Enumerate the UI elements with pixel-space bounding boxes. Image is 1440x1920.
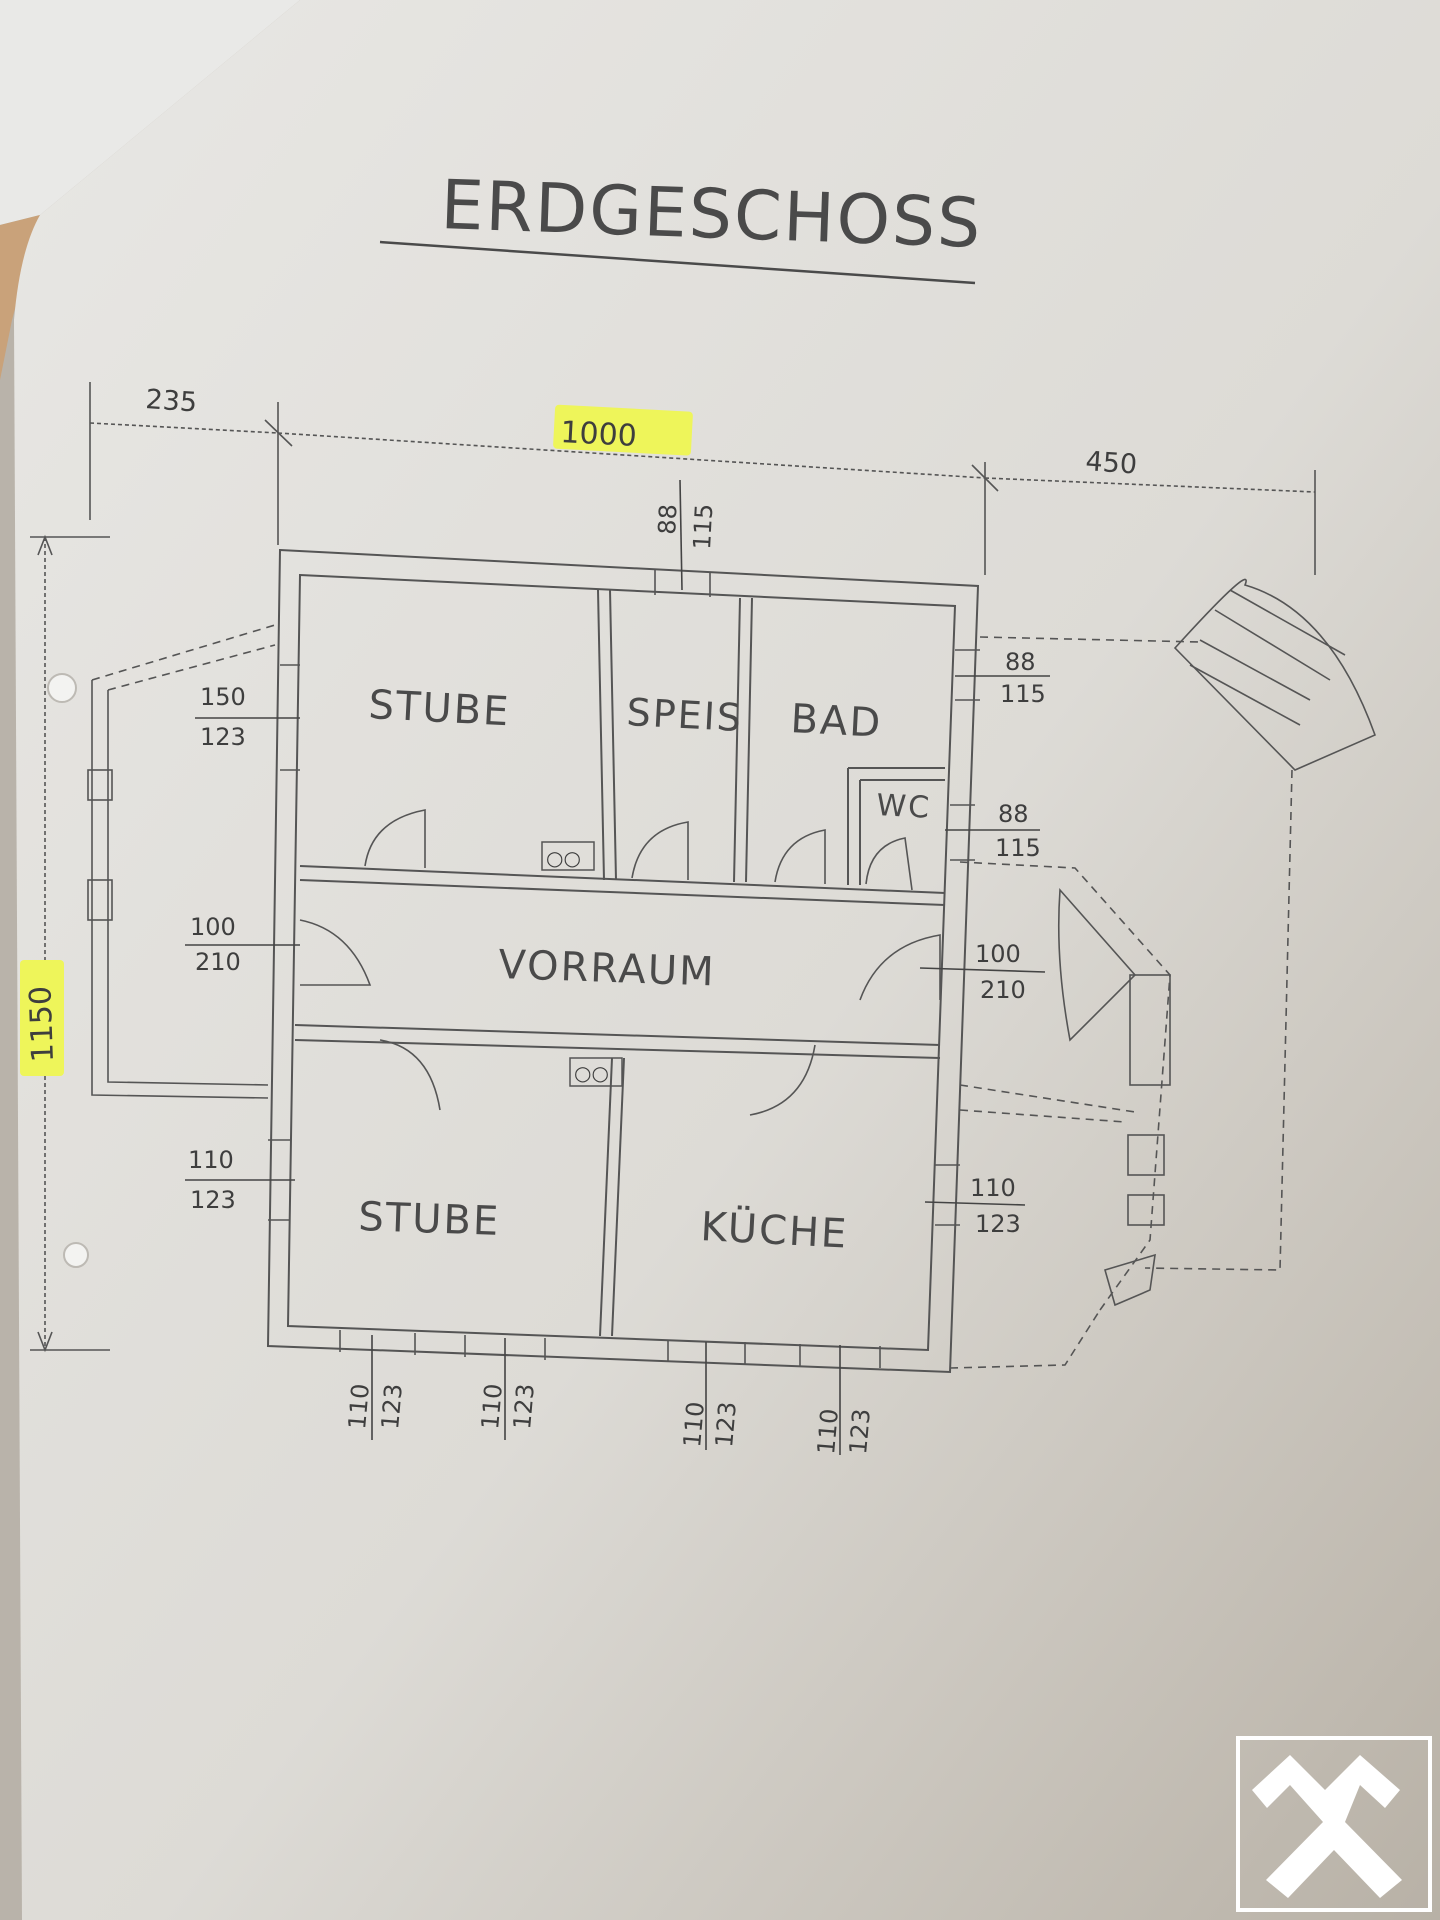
right-bad-num: 88: [1005, 648, 1036, 676]
left-door-num: 100: [190, 913, 236, 941]
height-highlight: [20, 960, 64, 1076]
left-stube2-num: 110: [188, 1146, 234, 1174]
left-veranda: [87, 624, 276, 1099]
bottom-2-num: 110: [476, 1382, 508, 1430]
room-kueche: KÜCHE: [699, 1202, 849, 1258]
left-door-den: 210: [195, 948, 241, 976]
top-dimension-lines: [89, 382, 1316, 575]
right-wc-den: 115: [995, 834, 1041, 862]
room-stube-bottom: STUBE: [358, 1194, 501, 1245]
under-sheet: [0, 0, 300, 225]
bottom-3-num: 110: [678, 1400, 710, 1448]
bottom-4-num: 110: [812, 1407, 844, 1455]
bank-logo-icon: [1236, 1736, 1432, 1912]
top-opening-num: 88: [653, 503, 683, 535]
chimney-box-top: [541, 841, 595, 871]
right-kueche-num: 110: [970, 1174, 1016, 1202]
height-dimension-lines: [30, 534, 110, 1353]
left-stube-den: 123: [200, 723, 246, 751]
building-walls: [266, 548, 980, 1374]
left-offset-dimension: 235: [145, 384, 199, 419]
punch-hole-top: [47, 673, 77, 703]
top-opening-den: 115: [688, 503, 718, 550]
room-wc: WC: [876, 788, 932, 826]
width-highlight: [553, 404, 693, 456]
room-vorraum: VORRAUM: [498, 942, 717, 996]
right-terrace: [949, 578, 1377, 1369]
right-bad-den: 115: [1000, 680, 1046, 708]
left-stube-num: 150: [200, 683, 246, 711]
right-wc-num: 88: [998, 800, 1029, 828]
bottom-2-den: 123: [508, 1382, 540, 1430]
bottom-4-den: 123: [844, 1407, 876, 1455]
height-dimension: 1150: [23, 985, 61, 1063]
room-bad: BAD: [789, 696, 883, 747]
opening-dimensions: 88 115 88 115 88 115 100 210 110 123 150…: [188, 503, 1046, 1455]
right-offset-dimension: 450: [1085, 446, 1139, 481]
bottom-1-num: 110: [343, 1382, 375, 1430]
room-speis: SPEIS: [626, 690, 745, 740]
left-stube2-den: 123: [190, 1186, 236, 1214]
right-kueche-den: 123: [975, 1210, 1021, 1238]
plan-title: ERDGESCHOSS: [439, 166, 983, 264]
room-stube-top: STUBE: [367, 682, 511, 735]
chimney-box-bottom: [569, 1057, 623, 1087]
window-marks: [268, 570, 980, 1368]
chimney-top: ○○: [546, 846, 581, 870]
chimney-bottom: ○○: [574, 1061, 609, 1085]
opening-dim-lines: [185, 479, 1050, 1455]
punch-hole-bottom: [63, 1242, 89, 1268]
width-dimension: 1000: [560, 415, 638, 454]
paper: [14, 0, 1440, 1920]
door-swings: [299, 809, 941, 1116]
right-door-num: 100: [975, 940, 1021, 968]
right-door-den: 210: [980, 976, 1026, 1004]
title-underline: [379, 240, 976, 285]
wood-edge: [0, 215, 40, 380]
bottom-3-den: 123: [710, 1400, 742, 1448]
bottom-1-den: 123: [376, 1382, 408, 1430]
